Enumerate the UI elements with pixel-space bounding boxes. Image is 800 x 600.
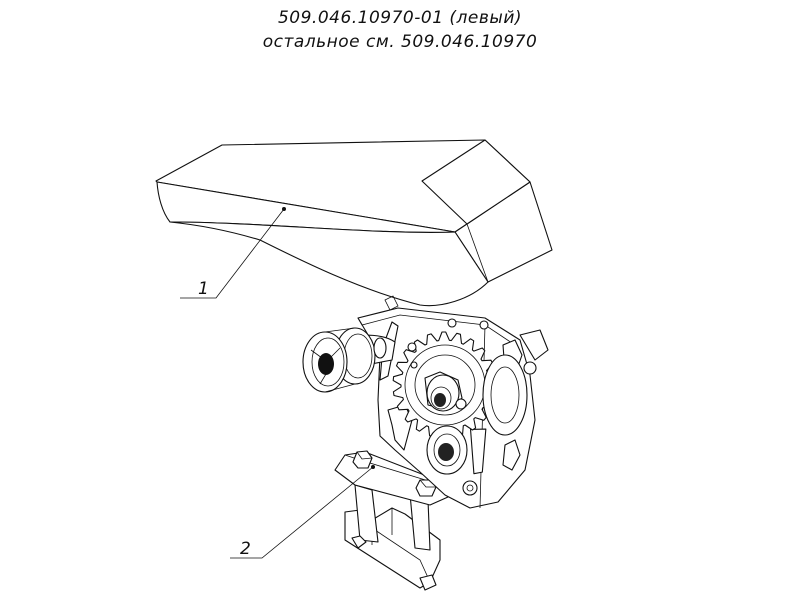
hub-bearing — [462, 329, 549, 496]
drawing-subtitle: остальное см. 509.046.10970 — [262, 32, 538, 52]
lower-bearing — [426, 425, 468, 475]
callout-1: 1 — [180, 208, 285, 299]
callout-2-label: 2 — [240, 539, 251, 559]
callout-1-label: 1 — [198, 279, 209, 299]
cover-part — [155, 139, 553, 311]
bracket-part — [334, 450, 449, 591]
callout-2: 2 — [230, 466, 374, 559]
drawing-title: 509.046.10970-01 (левый) — [277, 8, 523, 28]
plate-bolts — [407, 318, 489, 369]
pulley-wheel — [302, 327, 396, 393]
sprocket-gear — [392, 331, 498, 439]
